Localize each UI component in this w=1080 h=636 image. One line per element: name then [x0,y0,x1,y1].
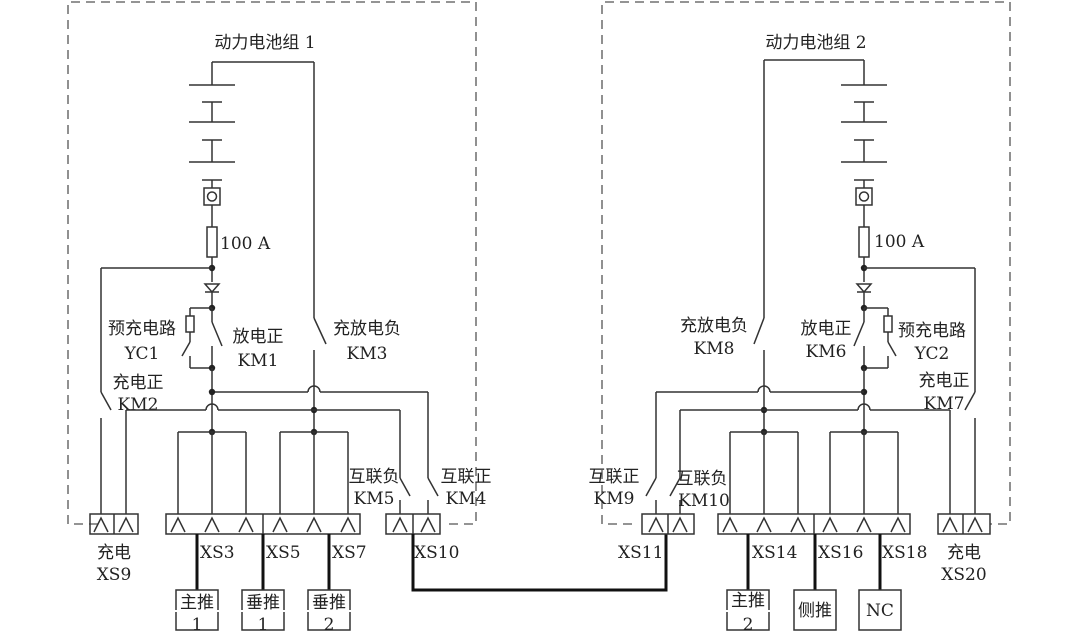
right-km6-switch [853,308,865,368]
right-km6-label: 放电正 [801,319,852,339]
right-km7-id: KM7 [924,394,965,414]
svg-text:垂推: 垂推 [312,593,346,613]
left-enclosure-boundary [67,1,477,525]
left-km2-id: KM2 [118,395,159,415]
svg-text:2: 2 [743,615,754,635]
left-precharge-id: YC1 [124,344,160,364]
right-load-main-thruster-2: 主推 2 [726,589,770,635]
left-km4-label: 互联正 [441,467,492,487]
right-km8-label: 充放电负 [680,316,748,336]
left-connector-xs3-xs7 [165,513,361,535]
left-diode [203,283,221,294]
right-fuse-rating: 100 A [874,232,925,252]
right-km8-id: KM8 [694,339,735,359]
left-connector-xs10 [385,513,441,535]
svg-text:2: 2 [324,615,335,635]
left-km4-id: KM4 [446,489,487,509]
right-km6-id: KM6 [806,342,847,362]
left-battery-system: 动力电池组 1 100 A [67,1,492,635]
left-load-main-thruster-1: 主推 1 [175,589,219,635]
right-precharge-label: 预充电路 [898,321,966,341]
right-xs14-label: XS14 [752,543,797,563]
interconnect-cable [411,534,668,592]
left-km2-label: 充电正 [113,373,164,393]
left-km1-label: 放电正 [233,327,284,347]
right-km10-label: 互联负 [677,469,728,489]
left-charge-connector-label: 充电 [97,543,131,563]
right-battery-title: 动力电池组 2 [765,33,866,53]
svg-text:主推: 主推 [731,591,765,611]
right-shunt-symbol [855,187,873,206]
left-xs5-label: XS5 [266,543,301,563]
right-km9-id: KM9 [594,489,635,509]
left-km5-label: 互联负 [349,467,400,487]
left-xs10-label: XS10 [414,543,459,563]
right-load-nc: NC [858,589,902,631]
svg-text:垂推: 垂推 [246,593,280,613]
right-diode [855,283,873,294]
left-xs7-label: XS7 [332,543,367,563]
left-fuse [206,226,218,258]
left-km1-id: KM1 [238,351,279,371]
svg-text:1: 1 [258,615,269,635]
right-connector-xs20 [937,513,991,535]
svg-text:侧推: 侧推 [798,601,832,621]
left-precharge-circuit [181,307,212,369]
right-precharge-id: YC2 [914,344,950,364]
right-charge-connector-label: 充电 [947,543,981,563]
svg-text:1: 1 [192,615,203,635]
right-connector-xs14-xs18 [717,513,911,535]
right-km7-label: 充电正 [919,371,970,391]
right-xs18-label: XS18 [882,543,927,563]
right-connector-xs11 [641,513,695,535]
right-battery-system: 动力电池组 2 100 A [589,1,1011,635]
svg-text:NC: NC [866,601,894,621]
right-battery-symbol [764,59,887,188]
svg-text:主推: 主推 [180,593,214,613]
left-battery-title: 动力电池组 1 [214,33,315,53]
left-load-vertical-thruster-2: 垂推 2 [307,589,351,635]
left-xs9-label: XS9 [97,565,132,585]
right-xs20-label: XS20 [941,565,986,585]
left-shunt-symbol [203,187,221,206]
left-xs3-label: XS3 [200,543,235,563]
left-km1-switch [211,308,223,368]
right-km10-id: KM10 [678,491,730,511]
right-fuse [858,226,870,258]
right-xs11-label: XS11 [618,543,663,563]
left-connector-xs9 [89,513,139,535]
right-xs16-label: XS16 [818,543,863,563]
left-km5-id: KM5 [354,489,395,509]
left-km3-id: KM3 [347,344,388,364]
left-precharge-label: 预充电路 [108,319,176,339]
left-km3-label: 充放电负 [333,319,401,339]
right-km9-label: 互联正 [589,467,640,487]
left-load-vertical-thruster-1: 垂推 1 [241,589,285,635]
left-fuse-rating: 100 A [220,234,271,254]
right-load-side-thruster: 侧推 [793,589,837,631]
right-enclosure-boundary [601,1,1011,525]
left-battery-symbol [189,61,314,188]
right-precharge-circuit [864,307,897,369]
